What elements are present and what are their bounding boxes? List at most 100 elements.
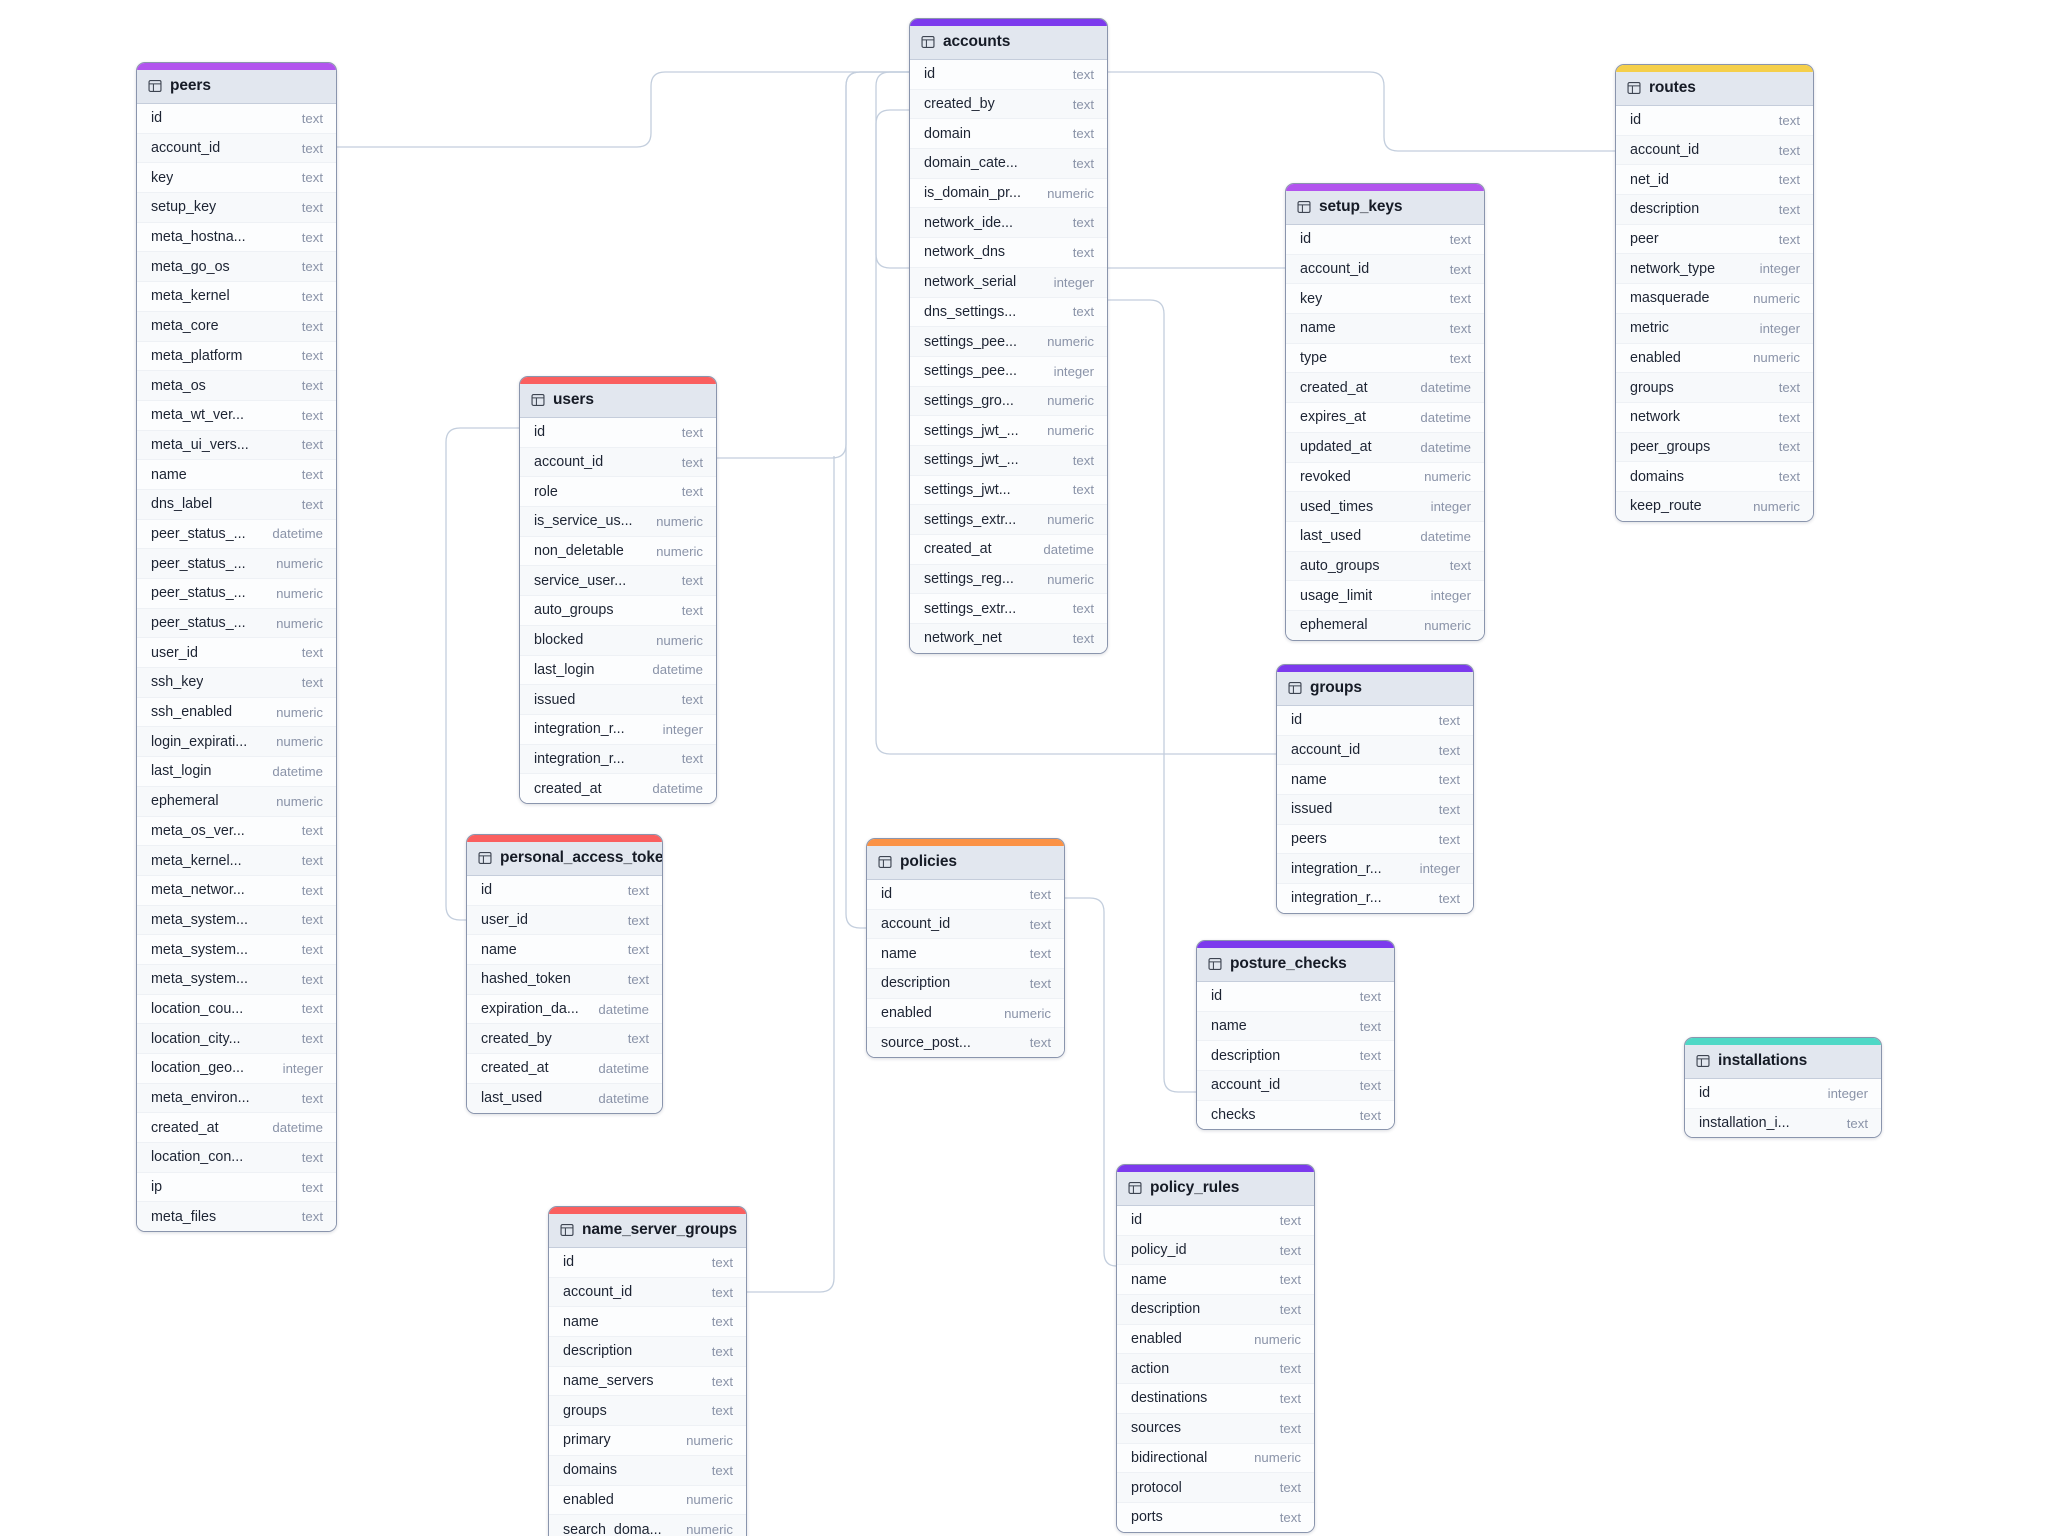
table-row[interactable]: is_service_us...numeric (520, 507, 716, 537)
table-header[interactable]: setup_keys (1286, 191, 1484, 225)
table-row[interactable]: peer_status_...numeric (137, 549, 336, 579)
table-row[interactable]: login_expirati...numeric (137, 727, 336, 758)
table-row[interactable]: peer_status_...numeric (137, 579, 336, 609)
table-row[interactable]: source_post...text (867, 1028, 1064, 1058)
table-row[interactable]: meta_hostna...text (137, 222, 336, 253)
table-header[interactable]: users (520, 384, 716, 418)
table-row[interactable]: expiration_da...datetime (467, 994, 662, 1025)
table-header[interactable]: peers (137, 70, 336, 104)
table-row[interactable]: settings_gro...numeric (910, 386, 1107, 417)
table-row[interactable]: meta_system...text (137, 905, 336, 936)
table-header[interactable]: posture_checks (1197, 948, 1394, 982)
table-row[interactable]: settings_extr...text (910, 594, 1107, 625)
table-card-personal_access_tokens[interactable]: personal_access_tokensidtextuser_idtextn… (466, 834, 663, 1114)
table-header[interactable]: policy_rules (1117, 1172, 1314, 1206)
table-row[interactable]: location_geo...integer (137, 1054, 336, 1084)
table-row[interactable]: integration_r...integer (520, 714, 716, 745)
table-row[interactable]: network_ide...text (910, 208, 1107, 239)
table-row[interactable]: domain_cate...text (910, 149, 1107, 179)
table-row[interactable]: settings_pee...integer (910, 356, 1107, 387)
table-row[interactable]: meta_system...text (137, 964, 336, 995)
table-row[interactable]: integration_r...integer (1277, 854, 1473, 885)
table-row[interactable]: meta_os_ver...text (137, 816, 336, 847)
table-header[interactable]: accounts (910, 26, 1107, 60)
table-row[interactable]: peer_status_...datetime (137, 519, 336, 550)
table-row[interactable]: installation_i...text (1685, 1108, 1881, 1138)
table-header[interactable]: routes (1616, 72, 1813, 106)
table-row[interactable]: search_doma...numeric (549, 1515, 746, 1536)
table-row[interactable]: settings_jwt...text (910, 475, 1107, 506)
table-header[interactable]: name_server_groups (549, 1214, 746, 1248)
